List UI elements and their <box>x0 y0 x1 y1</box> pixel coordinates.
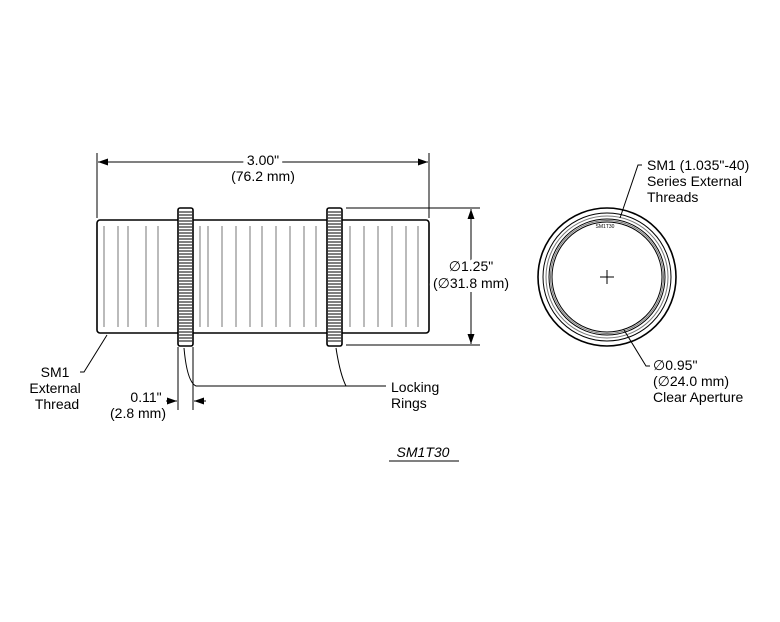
tube-wall-mid <box>550 220 664 334</box>
external-thread-leader <box>80 334 108 373</box>
tube-wall-outer <box>548 218 666 336</box>
locking-rings-leader <box>183 347 386 387</box>
series-threads-label: SM1 (1.035"-40) Series External Threads <box>647 157 753 205</box>
series-threads-leader <box>619 164 642 219</box>
clear-aperture-leader <box>623 329 650 367</box>
end-view: SM1T30 SM1 (1.035"-40) Series External T… <box>537 157 753 405</box>
locking-ring-right <box>326 207 343 347</box>
thread-circle <box>545 215 669 339</box>
outer-ring-inner-edge <box>542 212 672 342</box>
tube-body <box>96 219 430 334</box>
locking-ring-left-knurl <box>179 211 192 342</box>
side-view: 3.00" (76.2 mm) ∅1.25" (∅31.8 mm) SM1 Ex… <box>29 148 513 462</box>
part-number: SM1T30 <box>397 444 450 460</box>
clear-aperture-circle <box>551 221 663 333</box>
locking-ring-right-knurl <box>328 211 341 342</box>
diameter-inches: ∅1.25" <box>449 258 493 274</box>
ring-width-mm: (2.8 mm) <box>110 405 166 421</box>
locking-rings-label: Locking Rings <box>391 379 443 411</box>
length-inches: 3.00" <box>247 152 279 168</box>
locking-ring-left <box>177 207 194 347</box>
ring-width-inches: 0.11" <box>130 389 161 405</box>
clear-aperture-label: ∅0.95" (∅24.0 mm) Clear Aperture <box>653 357 743 405</box>
length-mm: (76.2 mm) <box>231 168 295 184</box>
external-thread-label: SM1 External Thread <box>29 364 84 412</box>
diameter-mm: (∅31.8 mm) <box>433 275 509 291</box>
ring-engraving: SM1T30 <box>596 224 615 230</box>
thread-grooves <box>103 226 419 327</box>
